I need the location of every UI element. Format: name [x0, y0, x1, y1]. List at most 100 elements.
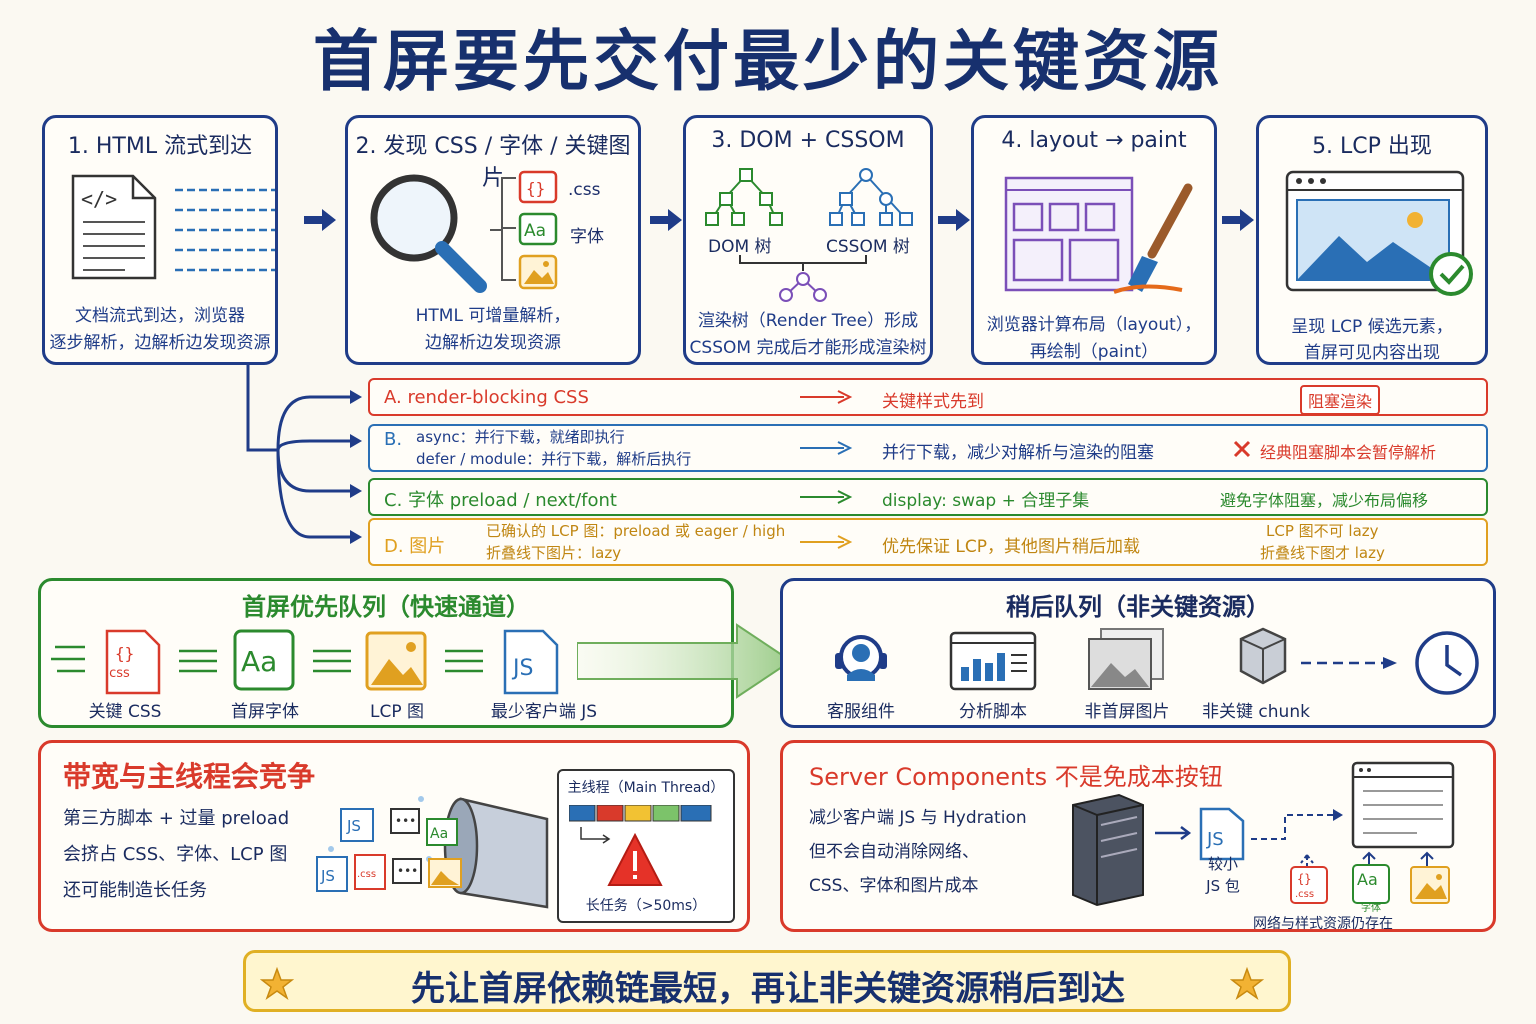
- server-components-panel: Server Components 不是免成本按钮 减少客户端 JS 与 Hyd…: [780, 740, 1496, 932]
- step-3-card: 3. DOM + CSSOM DOM 树 CSSOM 树 渲染树（Render …: [683, 115, 933, 365]
- arrow-right-icon: [1222, 209, 1254, 231]
- later-item-2: 非首屏图片: [1084, 702, 1170, 722]
- step-4-desc-1: 浏览器计算布局（layout），: [986, 315, 1202, 335]
- arrow-right-icon: [800, 390, 853, 404]
- svg-text:Aa: Aa: [1357, 870, 1378, 889]
- server-line-2: 但不会自动消除网络、: [809, 842, 979, 862]
- arrow-right-icon: [800, 490, 853, 504]
- step-4-desc-2: 再绘制（paint）: [1029, 342, 1159, 362]
- server-line-3: CSS、字体和图片成本: [809, 876, 979, 896]
- step-5-desc-1: 呈现 LCP 候选元素，: [1291, 317, 1453, 337]
- row-c-label: C. 字体 preload / next/font: [384, 490, 617, 511]
- svg-text:Aa: Aa: [524, 221, 546, 241]
- lcp-browser-icon: [1285, 170, 1473, 296]
- resource-icons: {} Aa: [518, 170, 558, 290]
- server-line-1: 减少客户端 JS 与 Hydration: [809, 808, 1027, 828]
- row-d-right-2: 折叠线下图才 lazy: [1260, 544, 1385, 562]
- step-3-desc-2: CSSOM 完成后才能形成渲染树: [689, 338, 927, 358]
- row-b-async-defer: B. async：并行下载，就绪即执行 defer / module：并行下载，…: [368, 424, 1488, 472]
- later-item-1: 分析脚本: [959, 702, 1027, 722]
- css-icon-label: .css: [105, 666, 130, 681]
- later-items-icons: [835, 627, 1479, 695]
- main-thread-title: 主线程（Main Thread）: [567, 780, 725, 796]
- server-diagram-icon: JS {} .css Aa: [1072, 761, 1455, 907]
- svg-text:JS: JS: [346, 817, 361, 835]
- dom-cssom-tree-icon: [705, 168, 913, 302]
- priority-queue-panel: 首屏优先队列（快速通道） {} Aa JS .css 关键 CSS 首屏字体 L…: [38, 578, 793, 728]
- svg-text:{}: {}: [115, 644, 134, 663]
- step-1-card: 1. HTML 流式到达 </> 文档流式到达，浏览器 逐步解析，边解析边发现资…: [42, 115, 278, 365]
- row-c-font-preload: C. 字体 preload / next/font display: swap …: [368, 478, 1488, 516]
- priority-item-1: 首屏字体: [231, 702, 299, 722]
- step-1-title: 1. HTML 流式到达: [67, 134, 253, 159]
- congested-pipe-icon: JS ••• Aa JS .css •••: [316, 796, 549, 909]
- server-footnote: 网络与样式资源仍存在: [1253, 916, 1393, 932]
- svg-text:</>: </>: [81, 187, 117, 211]
- step-1-desc-1: 文档流式到达，浏览器: [75, 306, 245, 326]
- row-d-label: D. 图片: [384, 536, 446, 557]
- bandwidth-line-3: 还可能制造长任务: [63, 880, 207, 901]
- svg-text:•••: •••: [397, 864, 418, 878]
- svg-text:Aa: Aa: [430, 826, 448, 842]
- svg-text:{}: {}: [526, 179, 545, 198]
- row-a-mid: 关键样式先到: [882, 392, 984, 412]
- arrow-right-icon: [650, 209, 682, 231]
- bandwidth-line-2: 会挤占 CSS、字体、LCP 图: [63, 844, 288, 865]
- arrow-right-icon: [938, 209, 970, 231]
- arrow-right-icon: [800, 441, 853, 455]
- fast-lane-arrow: [577, 623, 793, 699]
- priority-item-2: LCP 图: [370, 702, 424, 722]
- footer-banner: 先让首屏依赖链最短，再让非关键资源稍后到达: [243, 950, 1291, 1012]
- row-b-mid: 并行下载，减少对解析与渲染的阻塞: [882, 443, 1154, 463]
- row-d-mid: 优先保证 LCP，其他图片稍后加载: [882, 537, 1140, 557]
- html-document-icon: </>: [71, 174, 275, 280]
- priority-item-3: 最少客户端 JS: [490, 702, 598, 722]
- step-4-card: 4. layout → paint 浏览器计算布局（layout）， 再绘制（p…: [971, 115, 1217, 365]
- small-js-label-2: JS 包: [1206, 877, 1240, 895]
- row-b-label: B.: [384, 429, 403, 450]
- step-3-desc-1: 渲染树（Render Tree）形成: [697, 311, 919, 331]
- magnifier-icon: [370, 174, 487, 293]
- branch-connector: [246, 365, 362, 544]
- svg-text:Aa: Aa: [241, 645, 277, 678]
- svg-text:•••: •••: [395, 814, 416, 828]
- small-js-label-1: 较小: [1207, 855, 1238, 873]
- row-d-images: D. 图片 已确认的 LCP 图：preload 或 eager / high …: [368, 518, 1488, 566]
- row-d-right-1: LCP 图不可 lazy: [1266, 522, 1379, 540]
- star-icon: [260, 967, 294, 1000]
- arrow-right-icon: [800, 535, 853, 549]
- step-5-title: 5. LCP 出现: [1312, 134, 1432, 159]
- step-3-title: 3. DOM + CSSOM: [711, 128, 905, 153]
- bandwidth-line-1: 第三方脚本 + 过量 preload: [63, 808, 290, 829]
- svg-text:JS: JS: [511, 656, 533, 681]
- priority-item-0: 关键 CSS: [88, 702, 162, 722]
- arrow-right-icon: [304, 209, 336, 231]
- priority-queue-title: 首屏优先队列（快速通道）: [242, 593, 530, 621]
- svg-text:JS: JS: [320, 867, 335, 885]
- bandwidth-title: 带宽与主线程会竞争: [63, 760, 316, 793]
- font-label: 字体: [570, 227, 604, 247]
- step-2-card: 2. 发现 CSS / 字体 / 关键图片 {} Aa .css 字体 HTML…: [345, 115, 641, 365]
- svg-text:{}: {}: [1297, 872, 1311, 886]
- cross-icon: [1233, 440, 1251, 458]
- main-thread-box: 主线程（Main Thread） 长任务（>50ms）: [557, 769, 735, 923]
- server-title: Server Components 不是免成本按钮: [809, 763, 1223, 791]
- step-4-title: 4. layout → paint: [1001, 128, 1187, 153]
- cssom-tree-label: CSSOM 树: [826, 237, 910, 257]
- later-queue-panel: 稍后队列（非关键资源） 客服组件 分析脚本 非首屏图片 非关键 chunk: [780, 578, 1496, 728]
- row-b-warning: 经典阻塞脚本会暂停解析: [1260, 443, 1437, 462]
- row-b-line-2: defer / module：并行下载，解析后执行: [416, 450, 692, 468]
- later-item-0: 客服组件: [827, 702, 895, 722]
- row-d-line-2: 折叠线下图片：lazy: [486, 544, 622, 562]
- step-1-desc-2: 逐步解析，边解析边发现资源: [49, 333, 271, 353]
- row-b-line-1: async：并行下载，就绪即执行: [416, 428, 625, 446]
- row-a-render-blocking-css: A. render-blocking CSS 关键样式先到 阻塞渲染: [368, 378, 1488, 416]
- font-small-label: 字体: [1361, 903, 1381, 914]
- later-item-3: 非关键 chunk: [1202, 702, 1310, 722]
- step-5-card: 5. LCP 出现 呈现 LCP 候选元素， 首屏可见内容出现: [1256, 115, 1488, 365]
- svg-text:JS: JS: [1206, 829, 1224, 850]
- bracket-connector-icon: [490, 177, 516, 281]
- priority-items-icons: {} Aa JS: [51, 629, 559, 695]
- row-a-label: A. render-blocking CSS: [384, 387, 589, 408]
- step-2-title: 2. 发现 CSS / 字体 / 关键图片: [355, 134, 631, 191]
